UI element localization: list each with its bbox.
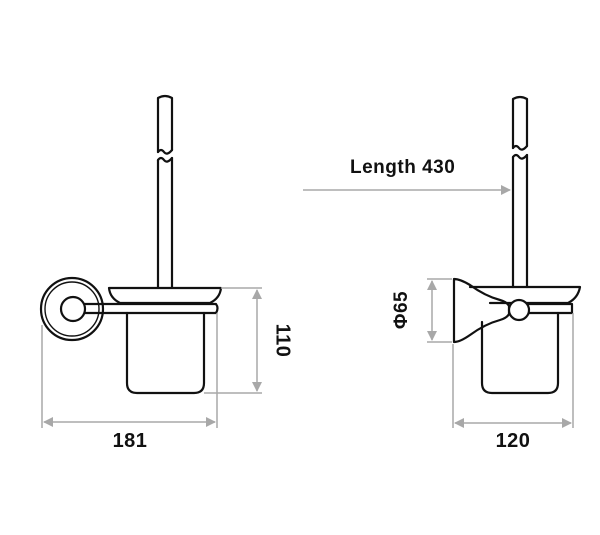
side-view [452,95,582,395]
holder-arm-side [526,302,574,315]
side-diameter-label: Φ65 [391,290,412,330]
front-width-label: 181 [112,430,148,452]
front-view [39,94,223,395]
ball-joint-side [507,298,531,322]
front-height-label: 110 [271,323,294,358]
holder-arm-front [83,302,219,315]
brush-handle-front [156,94,174,290]
front-dimensions [41,287,262,428]
side-dimensions [303,185,574,428]
brush-handle-side [511,95,529,289]
wall-rosette-outer [39,276,105,342]
wall-rosette-ring [44,281,100,337]
cup-side [480,311,560,395]
wall-rosette-boss [59,295,87,323]
side-depth-label: 120 [495,430,531,452]
cup-front [125,311,206,395]
brush-length-label: Length 430 [350,157,456,178]
cup-lid-front [107,286,223,305]
